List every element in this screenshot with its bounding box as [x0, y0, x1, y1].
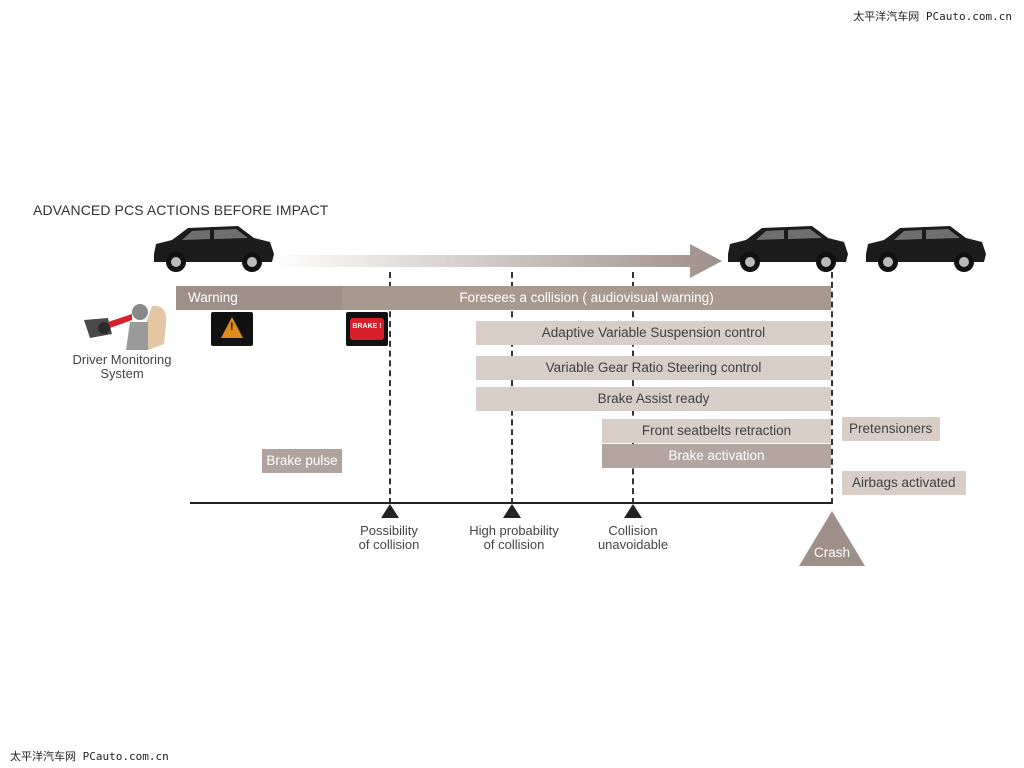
milestone-line1: High probability [469, 523, 559, 538]
driver-monitoring-line2: System [100, 366, 144, 381]
milestone-line1: Collision [608, 523, 658, 538]
milestone-line2: unavoidable [597, 537, 669, 552]
crash-marker [799, 511, 865, 566]
brake-assist-bar: Brake Assist ready [476, 387, 831, 411]
milestone-unavoidable-label: Collision unavoidable [583, 524, 683, 552]
milestone-line1: Possibility [360, 523, 418, 538]
driver-monitoring-label: Driver Monitoring System [62, 353, 182, 381]
progress-arrow [270, 244, 722, 278]
milestone-marker [503, 504, 521, 518]
milestone-marker [624, 504, 642, 518]
milestone-line [389, 272, 391, 504]
car-icon [866, 226, 986, 272]
diagram-title: ADVANCED PCS ACTIONS BEFORE IMPACT [33, 202, 329, 218]
driver-monitoring-line1: Driver Monitoring [72, 352, 172, 367]
crash-label: Crash [813, 545, 850, 560]
brake-pulse-bar: Brake pulse [262, 449, 342, 473]
pretensioners-bar: Pretensioners [842, 417, 940, 441]
warning-bar: Warning [176, 286, 344, 310]
brake-warning-icon: BRAKE ! [346, 312, 388, 346]
watermark-bottom: 太平洋汽车网 PCauto.com.cn [10, 750, 169, 763]
milestone-line2: of collision [483, 537, 545, 552]
milestone-possibility-label: Possibility of collision [339, 524, 439, 552]
car-icon [154, 226, 274, 272]
warning-triangle-icon: ! [211, 312, 253, 346]
milestone-line2: of collision [358, 537, 420, 552]
milestone-high-probability-label: High probability of collision [454, 524, 574, 552]
milestone-line [831, 272, 833, 504]
steering-control-bar: Variable Gear Ratio Steering control [476, 356, 831, 380]
warning-mark: ! [230, 321, 234, 333]
suspension-control-bar: Adaptive Variable Suspension control [476, 321, 831, 345]
milestone-marker [381, 504, 399, 518]
brake-warning-text: BRAKE ! [352, 323, 382, 330]
car-icon [728, 226, 848, 272]
timeline-axis [190, 502, 832, 504]
airbags-bar: Airbags activated [842, 471, 966, 495]
seatbelts-retraction-bar: Front seatbelts retraction [602, 419, 831, 443]
watermark-top: 太平洋汽车网 PCauto.com.cn [853, 10, 1012, 23]
foresees-collision-bar: Foresees a collision ( audiovisual warni… [342, 286, 831, 310]
brake-activation-bar: Brake activation [602, 444, 831, 468]
driver-camera-icon [84, 304, 167, 350]
